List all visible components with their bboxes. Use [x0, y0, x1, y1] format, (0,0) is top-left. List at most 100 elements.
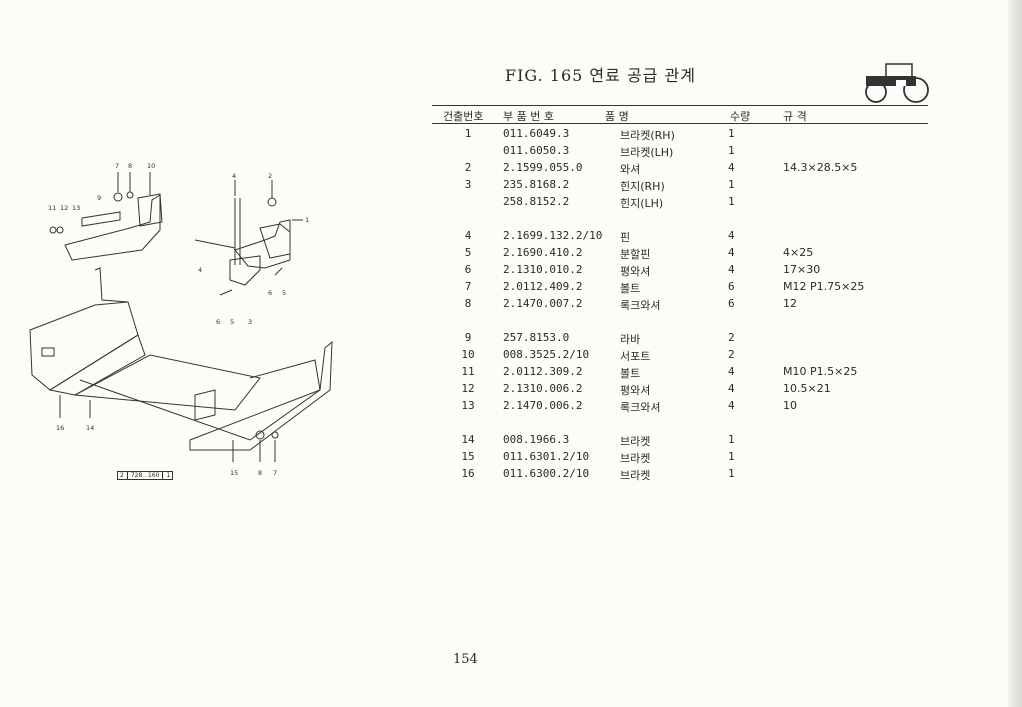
- part-name: 브라켓: [620, 435, 651, 448]
- quantity: 1: [728, 127, 735, 140]
- quantity: 1: [728, 144, 735, 157]
- svg-text:7: 7: [273, 469, 277, 477]
- svg-text:1: 1: [305, 216, 309, 224]
- svg-text:3: 3: [248, 318, 252, 326]
- part-number: 2.1690.410.2: [503, 246, 583, 259]
- part-number: 2.0112.409.2: [503, 280, 583, 293]
- part-name: 힌지(RH): [620, 180, 665, 193]
- part-number: 011.6300.2/10: [503, 467, 590, 480]
- ref-prefix: 2: [120, 472, 128, 479]
- quantity: 1: [728, 433, 735, 446]
- specification: 17×30: [783, 263, 821, 276]
- item-number: 7: [464, 280, 472, 293]
- svg-text:5: 5: [282, 289, 286, 297]
- item-number: 11: [461, 365, 475, 378]
- quantity: 1: [728, 467, 735, 480]
- part-name: 힌지(LH): [620, 197, 664, 210]
- svg-text:8: 8: [128, 162, 132, 170]
- svg-text:2: 2: [268, 172, 272, 180]
- svg-text:8: 8: [258, 469, 262, 477]
- part-name: 평와셔: [620, 384, 651, 397]
- svg-text:13: 13: [72, 204, 80, 212]
- part-name: 브라켓(RH): [620, 129, 675, 142]
- svg-text:15: 15: [230, 469, 238, 477]
- quantity: 2: [728, 348, 735, 361]
- part-name: 볼트: [620, 282, 641, 295]
- part-name: 분할핀: [620, 248, 651, 261]
- table-header-rule: [432, 123, 928, 124]
- part-name: 록크와셔: [620, 299, 661, 312]
- table-row: 14 008.1966.3 브라켓 1: [0, 433, 1022, 450]
- header-qty: 수량: [730, 110, 751, 123]
- part-name: 볼트: [620, 367, 641, 380]
- table-row: 8 2.1470.007.2 록크와셔 6 12: [0, 297, 1022, 314]
- part-name: 브라켓: [620, 452, 651, 465]
- quantity: 2: [728, 331, 735, 344]
- table-row: 7 2.0112.409.2 볼트 6 M12 P1.75×25: [0, 280, 1022, 297]
- quantity: 1: [728, 450, 735, 463]
- part-number: 235.8168.2: [503, 178, 570, 191]
- item-number: 14: [461, 433, 475, 446]
- table-row: 2 2.1599.055.0 와셔 4 14.3×28.5×5: [0, 161, 1022, 178]
- item-number: 13: [461, 399, 475, 412]
- tractor-icon: [865, 63, 929, 103]
- figure-title: FIG. 165 연료 공급 관계: [505, 66, 696, 85]
- part-number: 2.1699.132.2/10: [503, 229, 603, 242]
- part-name: 록크와셔: [620, 401, 661, 414]
- item-number: 9: [464, 331, 472, 344]
- part-number: 2.1310.010.2: [503, 263, 583, 276]
- part-number: 008.1966.3: [503, 433, 570, 446]
- specification: 10: [783, 399, 797, 412]
- quantity: 4: [728, 161, 735, 174]
- quantity: 1: [728, 178, 735, 191]
- part-name: 평와셔: [620, 265, 651, 278]
- part-number: 011.6049.3: [503, 127, 570, 140]
- svg-text:16: 16: [56, 424, 64, 432]
- item-number: 6: [464, 263, 472, 276]
- specification: 12: [783, 297, 797, 310]
- drawing-reference-box: 2 728 . 160 1: [117, 471, 174, 480]
- quantity: 4: [728, 365, 735, 378]
- specification: 14.3×28.5×5: [783, 161, 858, 174]
- svg-text:4: 4: [232, 172, 236, 180]
- part-number: 011.6050.3: [503, 144, 570, 157]
- item-number: 10: [461, 348, 475, 361]
- table-row: 6 2.1310.010.2 평와셔 4 17×30: [0, 263, 1022, 280]
- svg-text:7: 7: [115, 162, 119, 170]
- quantity: 4: [728, 263, 735, 276]
- part-number: 2.1470.007.2: [503, 297, 583, 310]
- table-top-rule: [432, 105, 928, 106]
- table-row: 16 011.6300.2/10 브라켓 1: [0, 467, 1022, 484]
- part-name: 와셔: [620, 163, 641, 176]
- svg-text:11: 11: [48, 204, 56, 212]
- part-name: 서포트: [620, 350, 651, 363]
- specification: M12 P1.75×25: [783, 280, 865, 293]
- svg-text:5: 5: [230, 318, 234, 326]
- part-name: 라바: [620, 333, 641, 346]
- specification: M10 P1.5×25: [783, 365, 858, 378]
- specification: 4×25: [783, 246, 814, 259]
- item-number: 8: [464, 297, 472, 310]
- svg-text:14: 14: [86, 424, 94, 432]
- item-number: 15: [461, 450, 475, 463]
- specification: 10.5×21: [783, 382, 831, 395]
- part-name: 브라켓: [620, 469, 651, 482]
- item-number: 16: [461, 467, 475, 480]
- part-name: 브라켓(LH): [620, 146, 674, 159]
- svg-text:10: 10: [147, 162, 155, 170]
- table-header: 건출번호 부 품 번 호 품 명 수량 규 격: [0, 108, 1022, 123]
- quantity: 6: [728, 280, 735, 293]
- quantity: 6: [728, 297, 735, 310]
- part-number: 258.8152.2: [503, 195, 570, 208]
- part-name: 핀: [620, 231, 631, 244]
- header-no: 건출번호: [443, 110, 484, 123]
- part-number: 2.1599.055.0: [503, 161, 583, 174]
